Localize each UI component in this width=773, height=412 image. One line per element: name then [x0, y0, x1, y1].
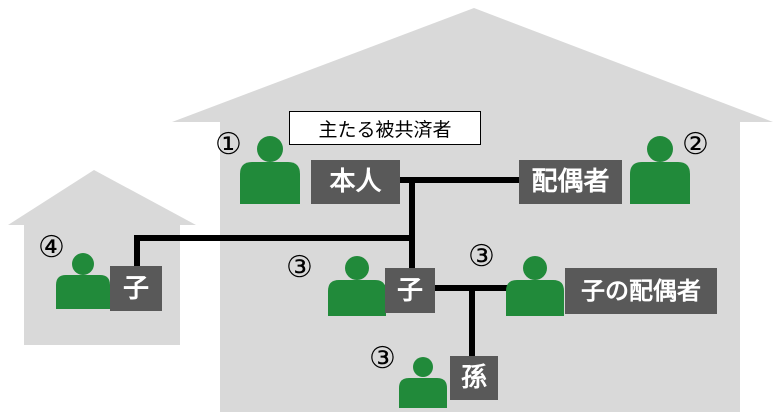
- person-icon: [399, 357, 447, 408]
- number-child-separate: ④: [38, 230, 65, 265]
- number-grandchild: ③: [369, 341, 396, 376]
- relationship-lines: [134, 177, 523, 361]
- number-spouse: ②: [682, 127, 709, 162]
- number-self: ①: [215, 127, 242, 162]
- number-child-spouse: ③: [468, 239, 495, 274]
- person-icon: [630, 136, 690, 204]
- number-child-same: ③: [286, 250, 313, 285]
- person-icon: [328, 256, 386, 316]
- node-label-spouse: 配偶者: [519, 160, 622, 204]
- node-label-child-same: 子: [385, 268, 435, 313]
- node-label-child-separate: 子: [110, 266, 162, 311]
- node-label-grandchild: 孫: [450, 356, 498, 400]
- person-icon: [506, 256, 564, 316]
- person-icon: [240, 136, 300, 204]
- small-house-icon: [8, 170, 196, 345]
- node-label-child-spouse: 子の配偶者: [565, 268, 717, 314]
- primary-insured-callout: 主たる被共済者: [289, 111, 481, 145]
- person-icon: [56, 253, 110, 309]
- node-label-self: 本人: [311, 160, 400, 204]
